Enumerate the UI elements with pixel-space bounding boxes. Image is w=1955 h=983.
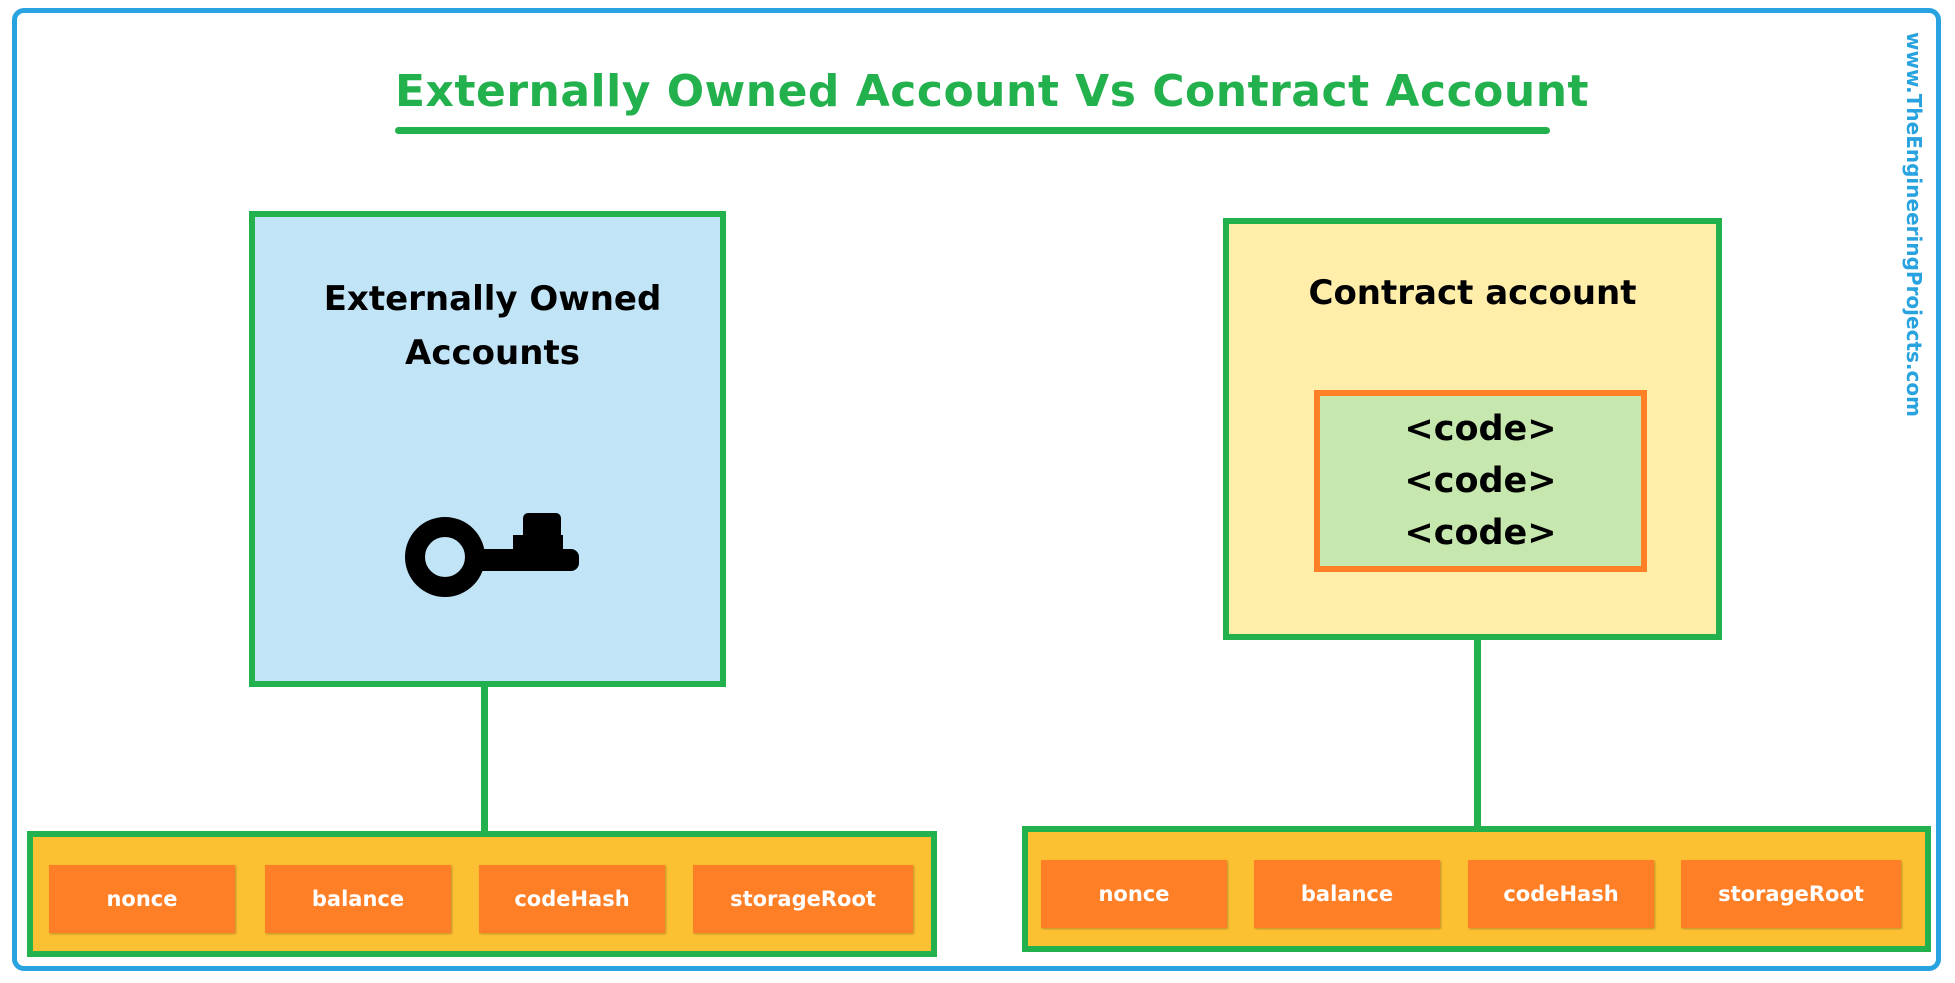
eoa-title: Externally Owned Accounts xyxy=(255,272,720,380)
code-line: <code> xyxy=(1404,513,1557,553)
eoa-connector xyxy=(481,684,488,834)
contract-box: Contract account <code> <code> <code> xyxy=(1223,218,1722,640)
contract-field-codehash: codeHash xyxy=(1468,860,1654,928)
eoa-field-codehash: codeHash xyxy=(479,865,665,933)
eoa-title-line1: Externally Owned xyxy=(323,279,662,319)
eoa-field-balance: balance xyxy=(265,865,451,933)
eoa-field-nonce: nonce xyxy=(49,865,235,933)
eoa-field-storageroot: storageRoot xyxy=(693,865,913,933)
contract-fields-bar: nonce balance codeHash storageRoot xyxy=(1022,826,1931,952)
contract-field-storageroot: storageRoot xyxy=(1681,860,1901,928)
code-line: <code> xyxy=(1404,461,1557,501)
eoa-fields-bar: nonce balance codeHash storageRoot xyxy=(27,831,937,957)
key-icon xyxy=(405,513,579,597)
title-underline xyxy=(395,127,1550,134)
watermark: www.TheEngineeringProjects.com xyxy=(1902,32,1926,417)
contract-title: Contract account xyxy=(1308,273,1637,313)
code-line: <code> xyxy=(1404,409,1557,449)
eoa-box: Externally Owned Accounts xyxy=(249,211,726,687)
outer-frame xyxy=(12,8,1941,971)
contract-connector xyxy=(1474,637,1481,829)
contract-field-nonce: nonce xyxy=(1041,860,1227,928)
eoa-title-line2: Accounts xyxy=(405,333,580,373)
code-box: <code> <code> <code> xyxy=(1314,390,1647,572)
diagram-title: Externally Owned Account Vs Contract Acc… xyxy=(395,66,1590,117)
contract-field-balance: balance xyxy=(1254,860,1440,928)
